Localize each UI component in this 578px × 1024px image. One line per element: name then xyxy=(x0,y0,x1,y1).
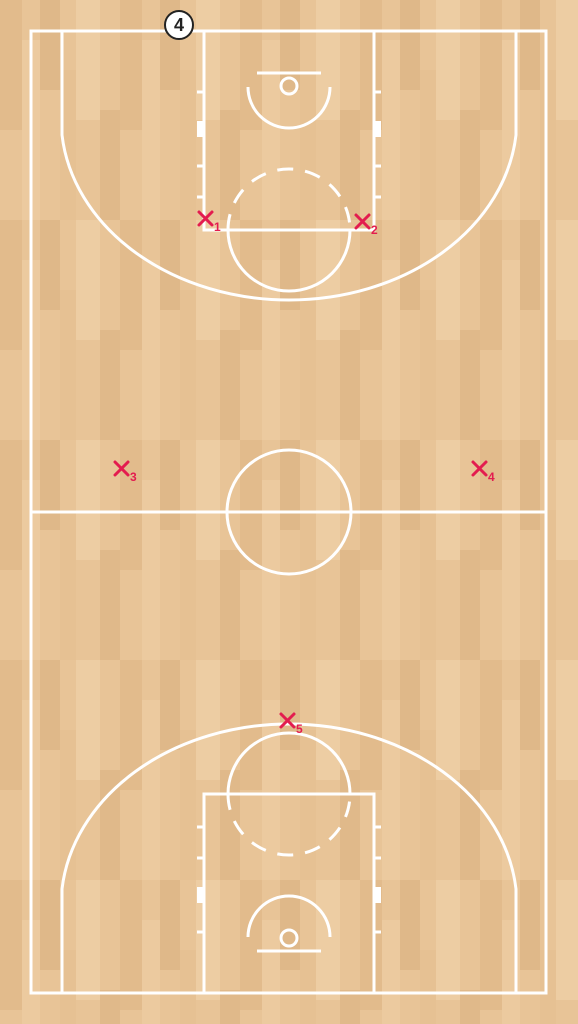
offense-player-number: 4 xyxy=(174,15,184,35)
bottom-restricted-area xyxy=(246,894,332,938)
top-free-throw-arc xyxy=(226,229,352,293)
top-hoop xyxy=(279,76,299,96)
defense-player-number: 1 xyxy=(214,220,221,234)
top-three-point-line xyxy=(60,31,518,302)
top-free-throw-arc-dashed xyxy=(226,167,352,231)
defense-x-mark xyxy=(279,712,296,729)
defense-player-x3[interactable]: 3 xyxy=(113,460,137,484)
defense-x-mark xyxy=(197,210,214,227)
bottom-hoop xyxy=(279,928,299,948)
center-circle xyxy=(225,448,353,576)
defense-x-mark xyxy=(113,460,130,477)
offense-player-marker[interactable]: 4 xyxy=(164,10,194,40)
defense-player-number: 4 xyxy=(488,470,495,484)
defense-player-number: 5 xyxy=(296,722,303,736)
defense-player-x4[interactable]: 4 xyxy=(471,460,495,484)
bottom-half-court xyxy=(60,722,518,995)
top-block-left xyxy=(197,121,204,137)
bottom-block-left xyxy=(197,887,204,903)
top-block-right xyxy=(374,121,381,137)
bottom-free-throw-arc xyxy=(226,731,352,795)
offense-player-circle xyxy=(164,10,194,40)
top-half-court xyxy=(60,29,518,302)
bottom-block-right xyxy=(374,887,381,903)
defense-player-x5[interactable]: 5 xyxy=(279,712,303,736)
defense-player-x2[interactable]: 2 xyxy=(354,213,378,237)
defense-player-number: 2 xyxy=(371,223,378,237)
defense-player-x1[interactable]: 1 xyxy=(197,210,221,234)
defense-x-mark xyxy=(354,213,371,230)
top-restricted-area xyxy=(246,86,332,130)
defense-player-number: 3 xyxy=(130,470,137,484)
bottom-free-throw-arc-dashed xyxy=(226,793,352,857)
defense-x-mark xyxy=(471,460,488,477)
